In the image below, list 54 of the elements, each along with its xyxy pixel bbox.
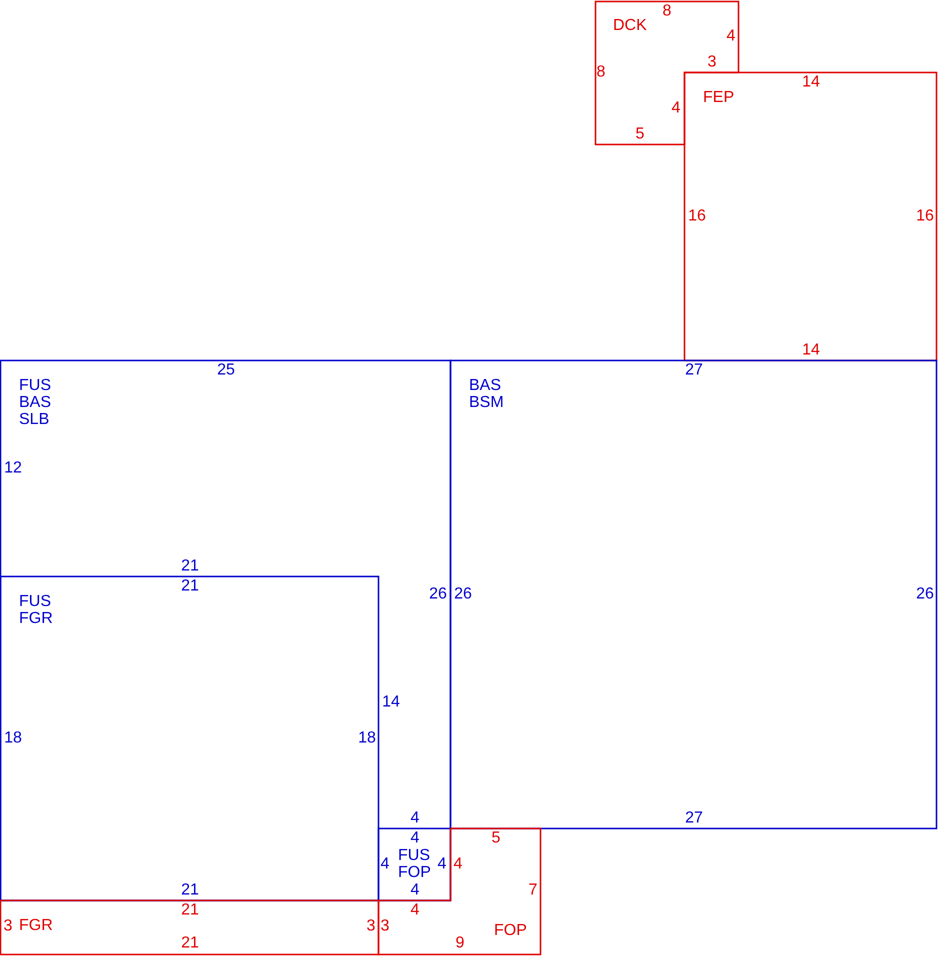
dimension-label: 21 bbox=[181, 558, 199, 574]
dimension-label: 27 bbox=[685, 362, 703, 378]
dimension-label: 21 bbox=[181, 882, 199, 898]
dimension-label: 4 bbox=[410, 830, 420, 846]
dimension-label: 4 bbox=[410, 810, 420, 826]
dimension-label: 3 bbox=[708, 54, 716, 70]
dimension-label: 21 bbox=[181, 934, 199, 952]
dimension-label: 16 bbox=[916, 208, 934, 224]
floor-area bbox=[684, 72, 936, 360]
dimension-label: 14 bbox=[382, 694, 400, 710]
dimension-label: 4 bbox=[454, 856, 462, 872]
floor-area bbox=[450, 360, 936, 828]
room-code: BAS BSM bbox=[469, 377, 505, 411]
room-code: FUS FOP bbox=[398, 847, 432, 881]
dimension-label: 18 bbox=[4, 730, 22, 746]
dimension-label: 26 bbox=[429, 586, 447, 602]
dimension-label: 7 bbox=[528, 882, 538, 898]
floor-area bbox=[0, 900, 378, 954]
dimension-label: 8 bbox=[596, 64, 606, 80]
dimension-label: 4 bbox=[438, 856, 446, 872]
floor-area bbox=[0, 576, 378, 900]
dimension-label: 5 bbox=[492, 830, 500, 846]
room-code: FOP bbox=[494, 922, 528, 939]
dimension-label: 27 bbox=[685, 810, 703, 826]
room-code: FEP bbox=[703, 89, 736, 106]
dimension-label: 9 bbox=[456, 934, 464, 952]
dimension-label: 4 bbox=[410, 882, 420, 898]
dimension-label: 21 bbox=[181, 578, 199, 594]
dimension-label: 4 bbox=[380, 856, 390, 872]
dimension-label: 3 bbox=[380, 918, 390, 934]
room-code: DCK bbox=[613, 17, 648, 34]
dimension-label: 14 bbox=[802, 342, 820, 358]
floor-area bbox=[595, 1, 738, 144]
dimension-label: 12 bbox=[4, 460, 22, 476]
dimension-label: 5 bbox=[636, 126, 644, 142]
dimension-label: 3 bbox=[4, 918, 12, 934]
dimension-label: 25 bbox=[217, 362, 235, 378]
floor-area bbox=[378, 828, 450, 900]
room-code: FUS FGR bbox=[19, 593, 54, 627]
dimension-label: 4 bbox=[672, 100, 680, 116]
dimension-label: 26 bbox=[916, 586, 934, 602]
dimension-label: 21 bbox=[181, 902, 199, 918]
dimension-label: 14 bbox=[802, 74, 820, 90]
dimension-label: 4 bbox=[410, 902, 420, 918]
dimension-label: 4 bbox=[726, 28, 736, 44]
dimension-label: 16 bbox=[688, 208, 706, 224]
dimension-label: 26 bbox=[454, 586, 472, 602]
floor-area bbox=[378, 828, 540, 954]
dimension-label: 8 bbox=[662, 2, 672, 20]
floor-area bbox=[0, 360, 450, 900]
room-code: FGR bbox=[19, 917, 54, 934]
room-code: FUS BAS SLB bbox=[19, 377, 52, 428]
dimension-label: 3 bbox=[366, 918, 376, 934]
dimension-label: 18 bbox=[358, 730, 376, 746]
